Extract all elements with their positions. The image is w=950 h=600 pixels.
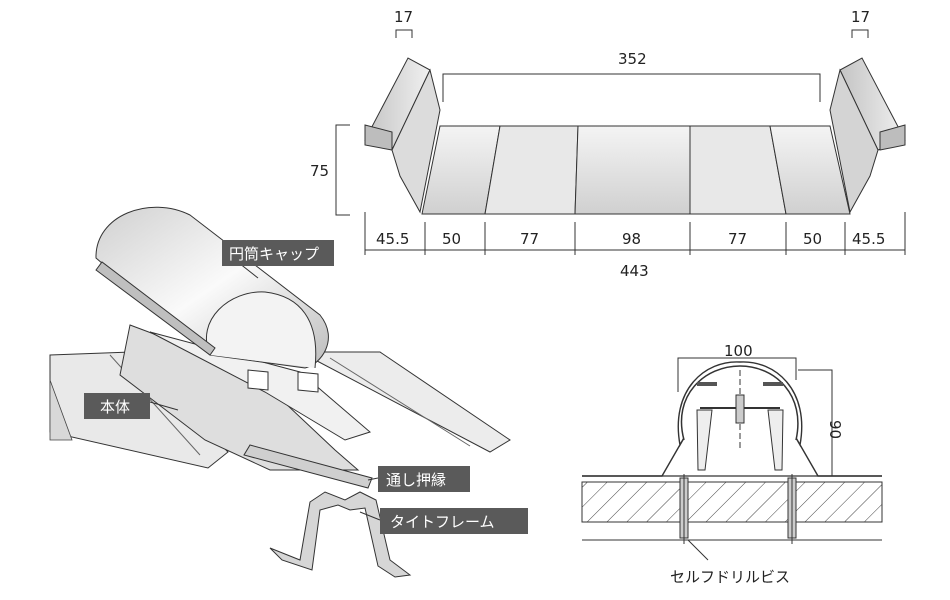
dim-top-right: 17	[851, 8, 870, 26]
dim-seg-4: 98	[622, 230, 641, 248]
dim-seg-3: 77	[520, 230, 539, 248]
ridge-assembly-3d	[49, 206, 511, 578]
callout-cap-bg	[222, 240, 334, 266]
dim-inner-span: 352	[618, 50, 647, 68]
callout-tight-frame: タイトフレーム	[390, 513, 495, 531]
dim-seg-7: 45.5	[852, 230, 885, 248]
dim-seg-2: 50	[442, 230, 461, 248]
callout-cap: 円筒キャップ	[229, 245, 319, 263]
dim-height: 75	[310, 162, 329, 180]
dim-seg-1: 45.5	[376, 230, 409, 248]
cross-section-detail	[581, 361, 883, 544]
dim-total: 443	[620, 262, 649, 280]
dim-seg-5: 77	[728, 230, 747, 248]
dim-top-left: 17	[394, 8, 413, 26]
callout-body-bg	[84, 393, 150, 419]
screw-label: セルフドリルビス	[670, 568, 790, 586]
dim-seg-6: 50	[803, 230, 822, 248]
callout-body: 本体	[100, 398, 130, 416]
callout-press-edge-bg	[378, 466, 470, 492]
section-height: 90	[826, 420, 844, 439]
roof-panel-profile	[364, 57, 906, 215]
profile-dimensions	[335, 29, 906, 255]
callout-tight-frame-bg	[380, 508, 528, 534]
callout-press-edge: 通し押縁	[386, 471, 446, 489]
section-dimensions	[677, 357, 833, 561]
section-width: 100	[724, 342, 753, 360]
